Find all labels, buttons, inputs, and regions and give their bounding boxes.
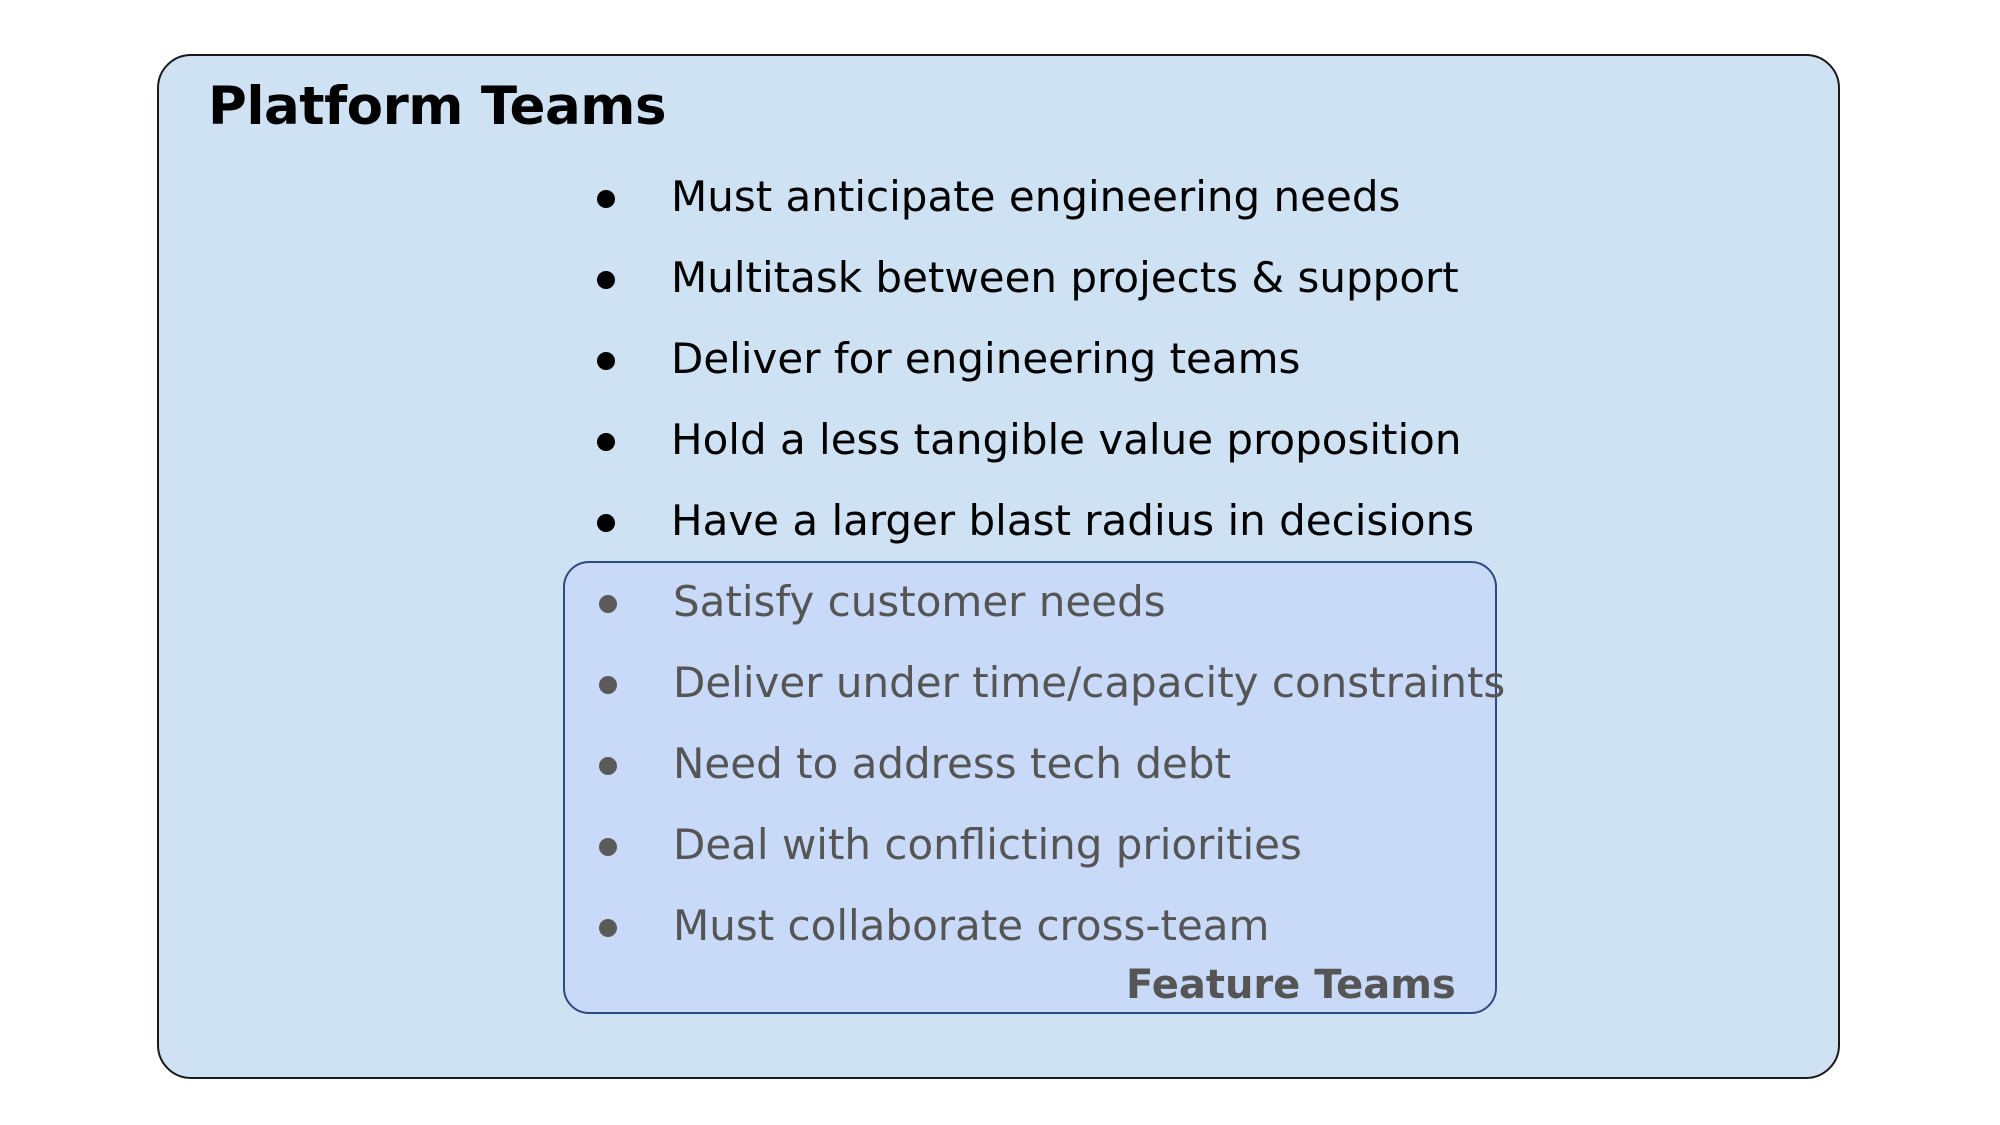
list-item-text: Must anticipate engineering needs <box>671 172 1401 221</box>
bullet-icon <box>599 595 617 613</box>
bullet-icon <box>599 676 617 694</box>
list-item-text: Must collaborate cross-team <box>673 901 1270 950</box>
bullet-icon <box>597 190 615 208</box>
feature-teams-title: Feature Teams <box>1126 962 1456 1008</box>
list-item-text: Deliver for engineering teams <box>671 334 1301 383</box>
list-item-text: Need to address tech debt <box>673 739 1231 788</box>
list-item-text: Satisfy customer needs <box>673 577 1166 626</box>
list-item-text: Deal with conflicting priorities <box>673 820 1302 869</box>
bullet-icon <box>597 352 615 370</box>
list-item-text: Hold a less tangible value proposition <box>671 415 1462 464</box>
bullet-icon <box>597 433 615 451</box>
bullet-icon <box>599 838 617 856</box>
bullet-icon <box>599 919 617 937</box>
list-item-text: Have a larger blast radius in decisions <box>671 496 1475 545</box>
list-item-text: Multitask between projects & support <box>671 253 1459 302</box>
list-item-text: Deliver under time/capacity constraints <box>673 658 1506 707</box>
bullet-icon <box>599 757 617 775</box>
bullet-icon <box>597 514 615 532</box>
bullet-icon <box>597 271 615 289</box>
platform-teams-title: Platform Teams <box>208 76 667 137</box>
feature-teams-box <box>563 561 1497 1014</box>
